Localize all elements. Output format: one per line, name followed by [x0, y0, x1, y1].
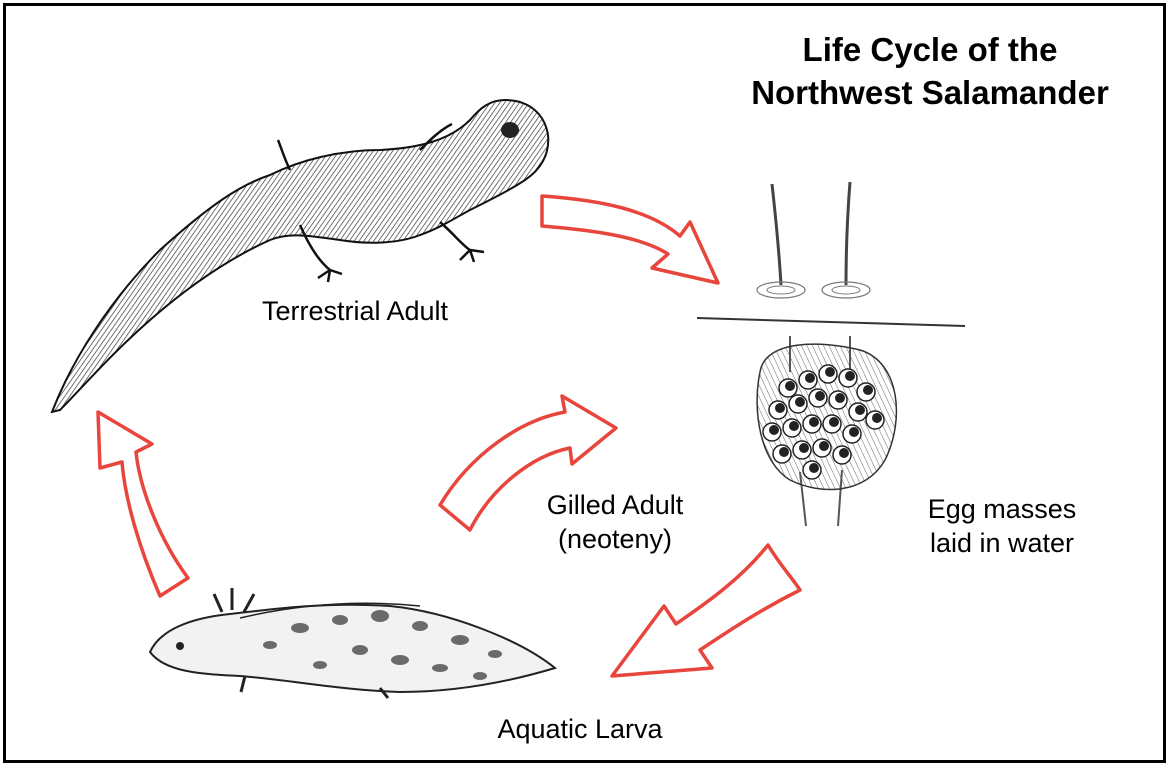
gilled-adult-label-line-2: (neoteny)	[515, 522, 715, 556]
aquatic-larva-illustration	[150, 588, 555, 698]
gilled-adult-label: Gilled Adult (neoteny)	[515, 488, 715, 556]
title-line-2: Northwest Salamander	[700, 71, 1160, 114]
terrestrial-adult-illustration	[52, 100, 548, 412]
egg-masses-label-line-2: laid in water	[882, 526, 1122, 560]
gilled-adult-label-line-1: Gilled Adult	[515, 488, 715, 522]
terrestrial-adult-label: Terrestrial Adult	[235, 294, 475, 328]
arrow-adult-to-eggs	[542, 196, 718, 283]
egg-mass-illustration	[697, 182, 965, 526]
title-line-1: Life Cycle of the	[700, 28, 1160, 71]
egg-masses-label-line-1: Egg masses	[882, 492, 1122, 526]
arrow-eggs-to-larva	[612, 545, 800, 676]
aquatic-larva-label: Aquatic Larva	[470, 712, 690, 746]
diagram-title: Life Cycle of the Northwest Salamander	[700, 28, 1160, 114]
egg-masses-label: Egg masses laid in water	[882, 492, 1122, 560]
arrow-larva-to-adult	[98, 412, 188, 596]
